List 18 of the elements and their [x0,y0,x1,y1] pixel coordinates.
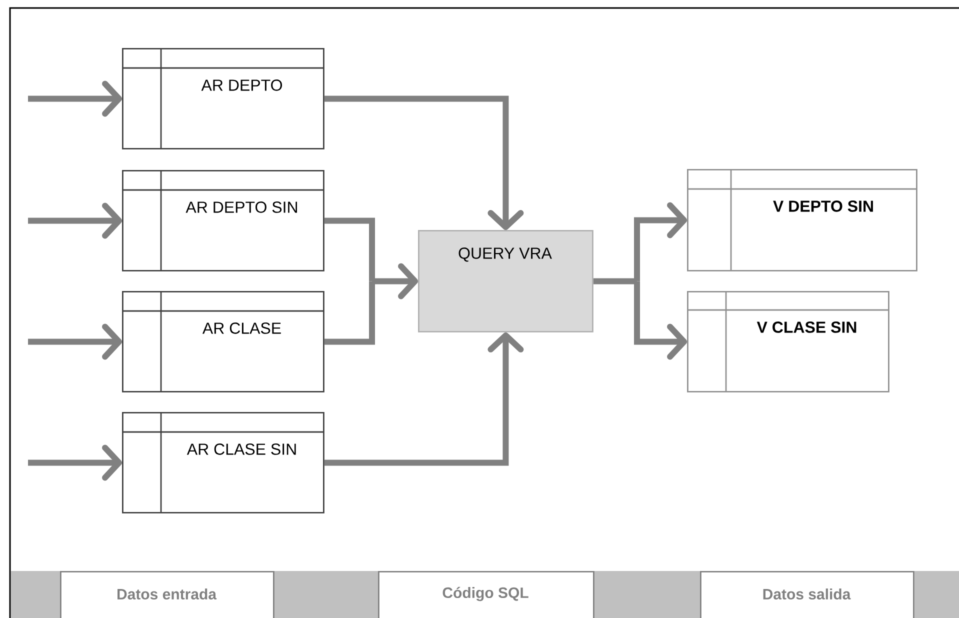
table-box: V DEPTO SIN [687,169,918,272]
table-box: V CLASE SIN [687,291,890,392]
arrow [28,202,122,239]
table-box: AR DEPTO [122,48,324,150]
section-tab: Datos salida [700,571,914,618]
table-box: AR CLASE SIN [122,412,324,514]
table-box: AR DEPTO SIN [122,170,324,272]
table-box: AR CLASE [122,291,324,392]
query-box: QUERY VRA [418,230,594,332]
arrow [324,332,524,466]
arrow [324,96,524,230]
arrow [634,281,687,360]
arrow [28,80,122,117]
section-tab: Datos entrada [60,571,274,618]
arrow [634,202,687,282]
arrow [28,444,122,481]
arrow [28,324,122,360]
section-tab: Código SQL [378,571,594,618]
